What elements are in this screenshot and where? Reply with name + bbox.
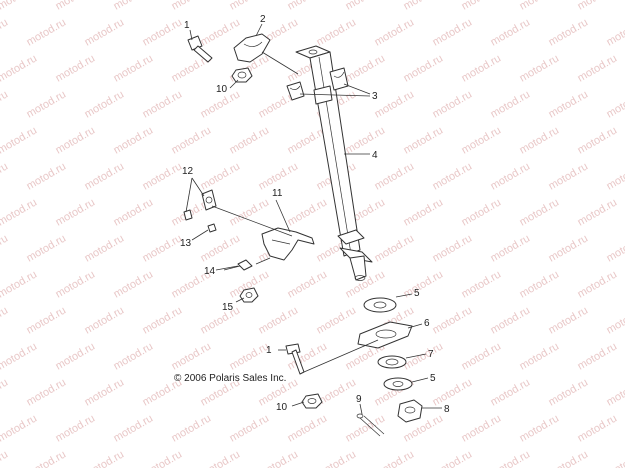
nut-top	[231, 67, 253, 83]
callout-numbers: 1 2 3 4 10 12 11 13 14 15 5 6 7 5 8 1 9 …	[180, 14, 450, 415]
callout-14: 14	[204, 266, 216, 277]
nut-bottom	[301, 393, 323, 409]
callout-13: 13	[180, 238, 192, 249]
callout-10-top: 10	[216, 84, 228, 95]
cotter-pin	[356, 413, 385, 437]
bracket	[233, 33, 271, 63]
callout-8: 8	[444, 404, 450, 415]
callout-5-top: 5	[414, 288, 420, 299]
bolt-bottom	[285, 343, 305, 375]
copyright-notice: © 2006 Polaris Sales Inc.	[174, 373, 287, 384]
bearing-plate	[357, 321, 413, 349]
bolt-14	[223, 259, 253, 271]
callout-6: 6	[424, 318, 430, 329]
callout-15: 15	[222, 302, 234, 313]
callout-11: 11	[272, 188, 283, 199]
callout-4: 4	[372, 150, 378, 161]
callout-12: 12	[182, 166, 194, 177]
callout-5-bottom: 5	[430, 373, 436, 384]
washer-bottom	[383, 377, 413, 391]
mounting-bracket	[261, 227, 315, 261]
washer-top	[363, 297, 397, 313]
callout-7: 7	[428, 349, 434, 360]
callout-2: 2	[260, 14, 266, 25]
clip-assembly	[183, 189, 217, 233]
callout-1-bottom: 1	[266, 345, 272, 356]
callout-3: 3	[372, 91, 378, 102]
callout-1-top: 1	[184, 20, 190, 31]
steering-post	[295, 45, 373, 281]
nut-15	[239, 287, 259, 303]
callout-10-bottom: 10	[276, 402, 288, 413]
bushing-halves	[286, 67, 349, 101]
spacer	[377, 355, 407, 369]
watermark-text: motod.ru	[0, 448, 10, 468]
leader-lines	[185, 23, 442, 415]
castle-nut	[397, 399, 423, 423]
callout-9: 9	[356, 394, 362, 405]
